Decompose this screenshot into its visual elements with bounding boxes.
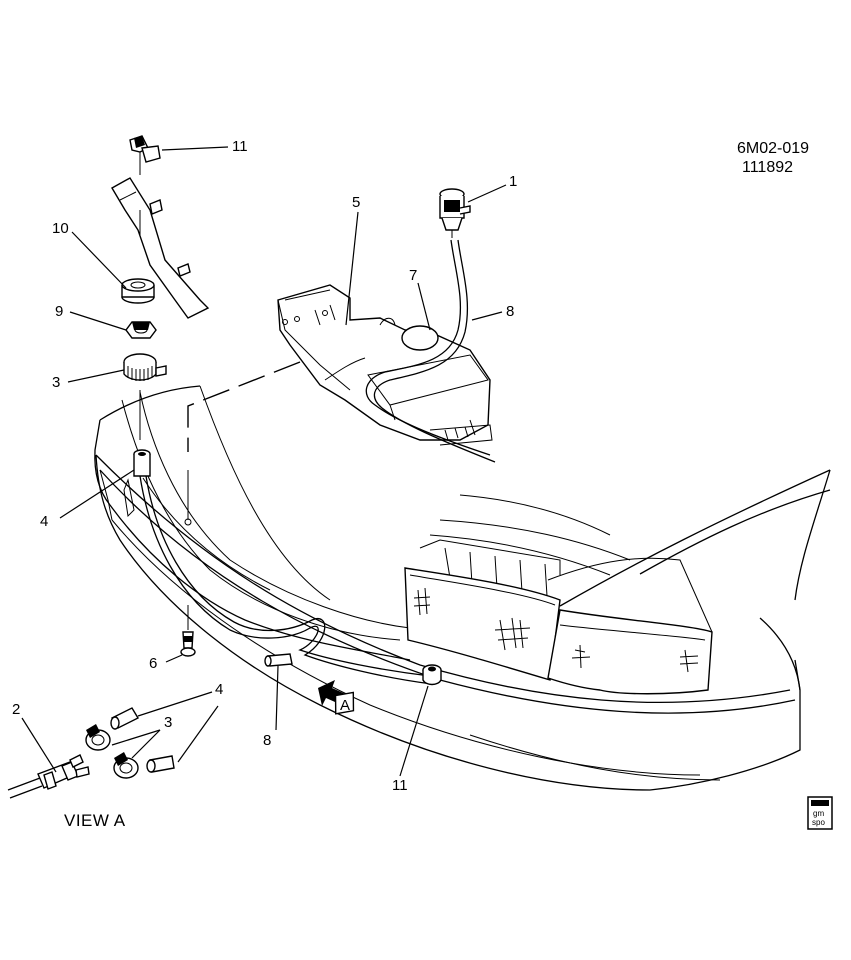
washer-hose-upper — [365, 239, 496, 463]
diagram-code-line2: 111892 — [742, 159, 793, 176]
nozzle-lower — [422, 664, 442, 686]
callout-7: 7 — [409, 267, 417, 284]
hose-clamp-upper — [123, 353, 167, 440]
washer-hose-lower — [139, 475, 433, 685]
view-a-detail: VIEW A — [7, 707, 175, 830]
diagram-code-line1: 6M02-019 — [737, 140, 809, 157]
logo-line1: gm — [813, 809, 824, 818]
vehicle-front-end — [94, 385, 831, 791]
nut — [125, 321, 157, 339]
leader-lines — [21, 146, 507, 777]
callout-11-bottom: 11 — [392, 777, 408, 794]
callout-1: 1 — [509, 173, 517, 190]
diagram-code: 6M02-019 111892 — [737, 140, 809, 176]
fastener — [180, 605, 196, 657]
washer-reservoir — [277, 284, 493, 446]
callout-3-top: 3 — [52, 374, 60, 391]
logo-line2: spo — [812, 818, 825, 827]
callout-9: 9 — [55, 303, 63, 320]
callout-labels: 11 1 5 7 8 10 9 3 4 6 8 11 2 3 4 — [12, 138, 517, 794]
callout-6: 6 — [149, 655, 157, 672]
callout-8-bottom: 8 — [263, 732, 271, 749]
nozzle-top — [129, 135, 161, 175]
connector-upper — [133, 449, 151, 477]
routing-lines — [184, 361, 301, 526]
washer-pump — [439, 188, 471, 238]
callout-10: 10 — [52, 220, 69, 237]
callout-4-view-a: 4 — [215, 681, 223, 698]
grommet — [121, 278, 155, 304]
callout-4-top: 4 — [40, 513, 48, 530]
callout-3-view-a: 3 — [164, 714, 172, 731]
callout-8-top: 8 — [506, 303, 514, 320]
gm-spo-logo: gm spo — [807, 796, 833, 830]
callout-5: 5 — [352, 194, 360, 211]
view-marker-letter: A — [340, 697, 350, 714]
callout-2: 2 — [12, 701, 20, 718]
nozzle-bumper — [264, 653, 293, 667]
view-a-marker: A — [318, 680, 355, 715]
mounting-bracket — [111, 177, 210, 319]
view-a-caption: VIEW A — [64, 811, 126, 830]
callout-11-top: 11 — [232, 138, 248, 155]
